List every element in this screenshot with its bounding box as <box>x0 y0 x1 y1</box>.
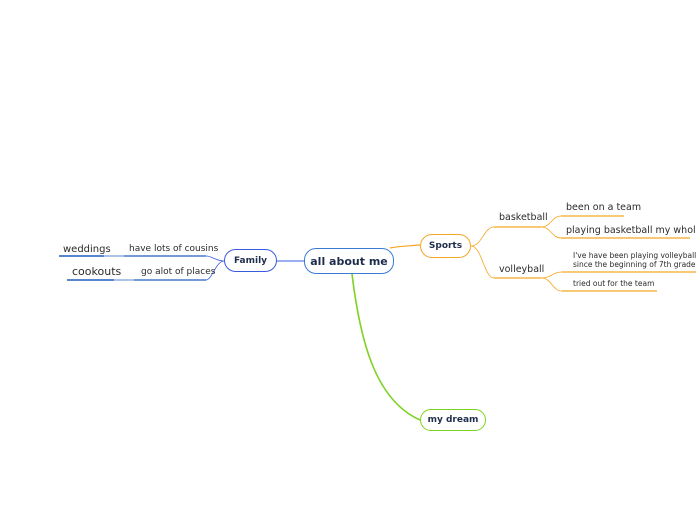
connector-sports-volleyball <box>470 245 495 279</box>
central-topic-label: all about me <box>310 254 388 268</box>
topic-sports[interactable]: Sports <box>420 234 471 258</box>
subtopic-volleyball[interactable]: volleyball <box>499 264 545 275</box>
subtopic-playing-whole-life[interactable]: playing basketball my whole life <box>566 225 696 236</box>
subtopic-playing-volleyball-since[interactable]: I've have been playing volleyball since … <box>573 251 696 269</box>
connector-family-places <box>205 260 225 281</box>
topic-family-label: Family <box>233 255 268 266</box>
central-topic[interactable]: all about me <box>304 248 394 274</box>
connector-central-sports <box>389 244 421 249</box>
connector-basketball-team <box>540 215 562 228</box>
connector-sports-basketball <box>470 226 495 247</box>
subtopic-weddings[interactable]: weddings <box>63 244 111 255</box>
topic-family[interactable]: Family <box>224 249 277 272</box>
subtopic-have-lots-of-cousins[interactable]: have lots of cousins <box>129 244 219 254</box>
connector-basketball-whole <box>540 226 562 239</box>
subtopic-tried-out[interactable]: tried out for the team <box>573 279 655 288</box>
subtopic-been-on-a-team[interactable]: been on a team <box>566 202 642 213</box>
topic-my-dream-label: my dream <box>427 415 479 425</box>
connector-volleyball-since <box>540 271 563 279</box>
topic-my-dream[interactable]: my dream <box>420 409 486 431</box>
subtopic-basketball[interactable]: basketball <box>499 212 548 223</box>
connector-volleyball-tried <box>540 277 563 292</box>
connector-central-dream <box>351 273 421 421</box>
subtopic-cookouts[interactable]: cookouts <box>72 265 122 278</box>
connector-family-cousins <box>205 255 225 262</box>
topic-sports-label: Sports <box>428 241 463 251</box>
subtopic-go-alot-of-places[interactable]: go alot of places <box>141 267 216 277</box>
